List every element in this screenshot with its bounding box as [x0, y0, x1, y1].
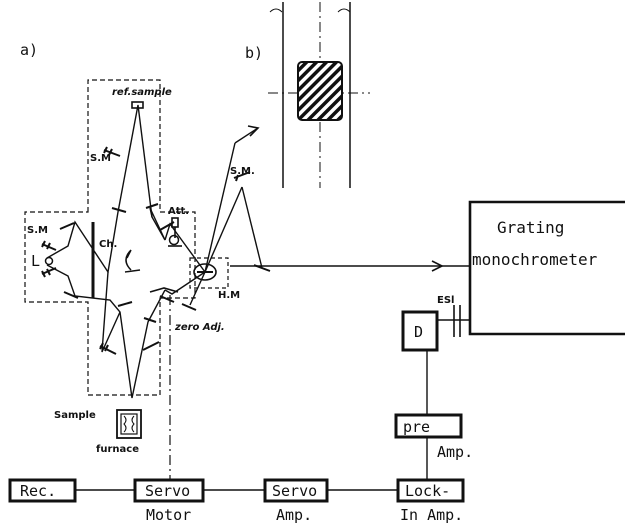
lockin-amp-box	[396, 478, 465, 503]
furnace-label: furnace	[96, 444, 139, 455]
exit-slit	[437, 305, 470, 337]
att-label: Att.	[168, 206, 189, 217]
monochromator-label-line2: monochrometer	[472, 250, 598, 269]
reference-sample	[131, 101, 144, 109]
attenuator-disk	[168, 234, 180, 246]
recorder-box	[8, 478, 77, 503]
sm-right-label: S.M.	[230, 166, 255, 177]
sm-left-label: S.M	[27, 225, 48, 236]
beam-arrows	[247, 125, 444, 272]
chopper-label: Ch.	[99, 239, 117, 250]
panel-label-b: b)	[245, 44, 263, 62]
detector-label: D	[414, 323, 423, 341]
zero-adj-label: zero Adj.	[174, 322, 225, 333]
servo-motor-label: Servo	[145, 482, 190, 500]
sample-furnace	[116, 409, 142, 439]
light-source	[44, 256, 54, 266]
half-mirror	[193, 263, 217, 281]
servo-motor-box	[133, 478, 205, 503]
mirror-glyphs	[41, 146, 271, 355]
servo-amp-label: Servo	[272, 482, 317, 500]
sample-label: Sample	[54, 410, 96, 421]
monochromator-box	[468, 200, 625, 336]
lockin-amp-caption: In Amp.	[400, 506, 463, 524]
hm-label: H.M	[218, 290, 240, 301]
servo-amp-caption: Amp.	[276, 506, 312, 524]
monochromator-label-line1: Grating	[497, 218, 564, 237]
preamp-label: pre	[403, 418, 430, 436]
servo-amp-box	[263, 478, 329, 503]
sm-top-label: S.M	[90, 153, 111, 164]
recorder-label: Rec.	[20, 482, 56, 500]
hm-dashed-frame	[189, 257, 229, 289]
lockin-amp-label: Lock-	[405, 482, 450, 500]
zero-adj-marker	[149, 287, 179, 293]
beam-paths	[46, 104, 263, 399]
chopper-wheel	[125, 249, 132, 271]
panel-label-a: a)	[20, 41, 38, 59]
exit-slit-label: ESl	[437, 295, 454, 306]
hatched-sample-crystal	[297, 61, 343, 121]
ref-sample-label: ref.sample	[112, 87, 172, 98]
preamp-caption: Amp.	[437, 443, 473, 461]
detector-box	[401, 310, 439, 352]
source-label: L	[31, 252, 40, 270]
sample-holder-inset	[268, 2, 370, 188]
preamp-box	[394, 413, 463, 439]
servo-motor-caption: Motor	[146, 506, 191, 524]
